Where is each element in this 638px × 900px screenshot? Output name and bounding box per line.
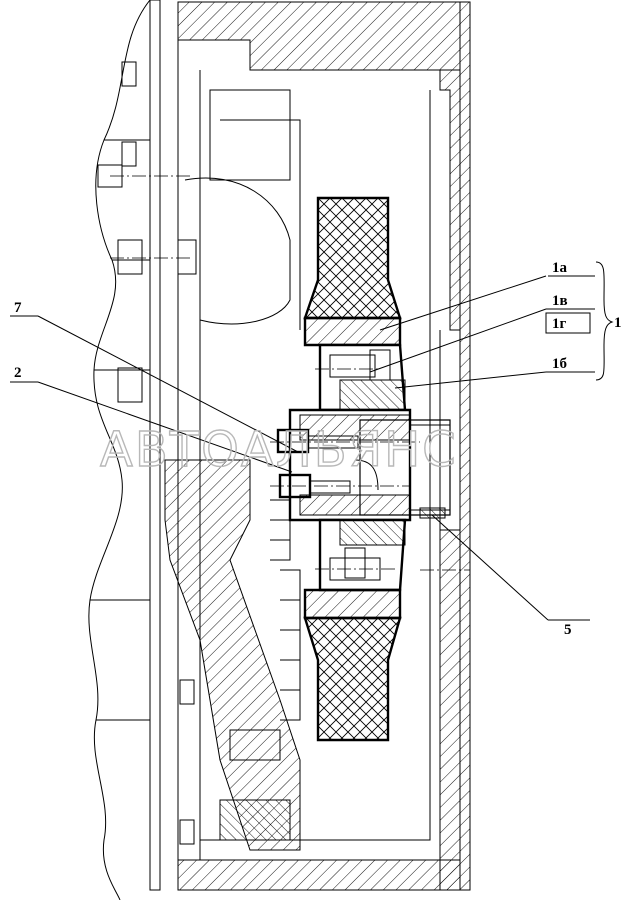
callout-1g: 1г [552,316,567,332]
housing [149,0,471,891]
coupling-lower [303,518,407,742]
callout-1a: 1а [552,260,568,276]
callout-5: 5 [564,622,572,638]
coupling-upper [303,196,407,412]
callout-1v: 1в [552,293,568,309]
callout-2: 2 [14,365,22,381]
flywheel [164,89,301,851]
callouts: 1а 1в 1г 1б 1 7 2 5 [14,260,622,638]
callout-1: 1 [614,315,622,331]
leader-lines [10,261,614,621]
callout-1b: 1б [552,356,567,372]
watermark: АВТОАЛЬЯНС [100,422,458,478]
centre-lines [110,175,470,571]
coupling-center [276,408,451,522]
callout-7: 7 [14,300,22,316]
